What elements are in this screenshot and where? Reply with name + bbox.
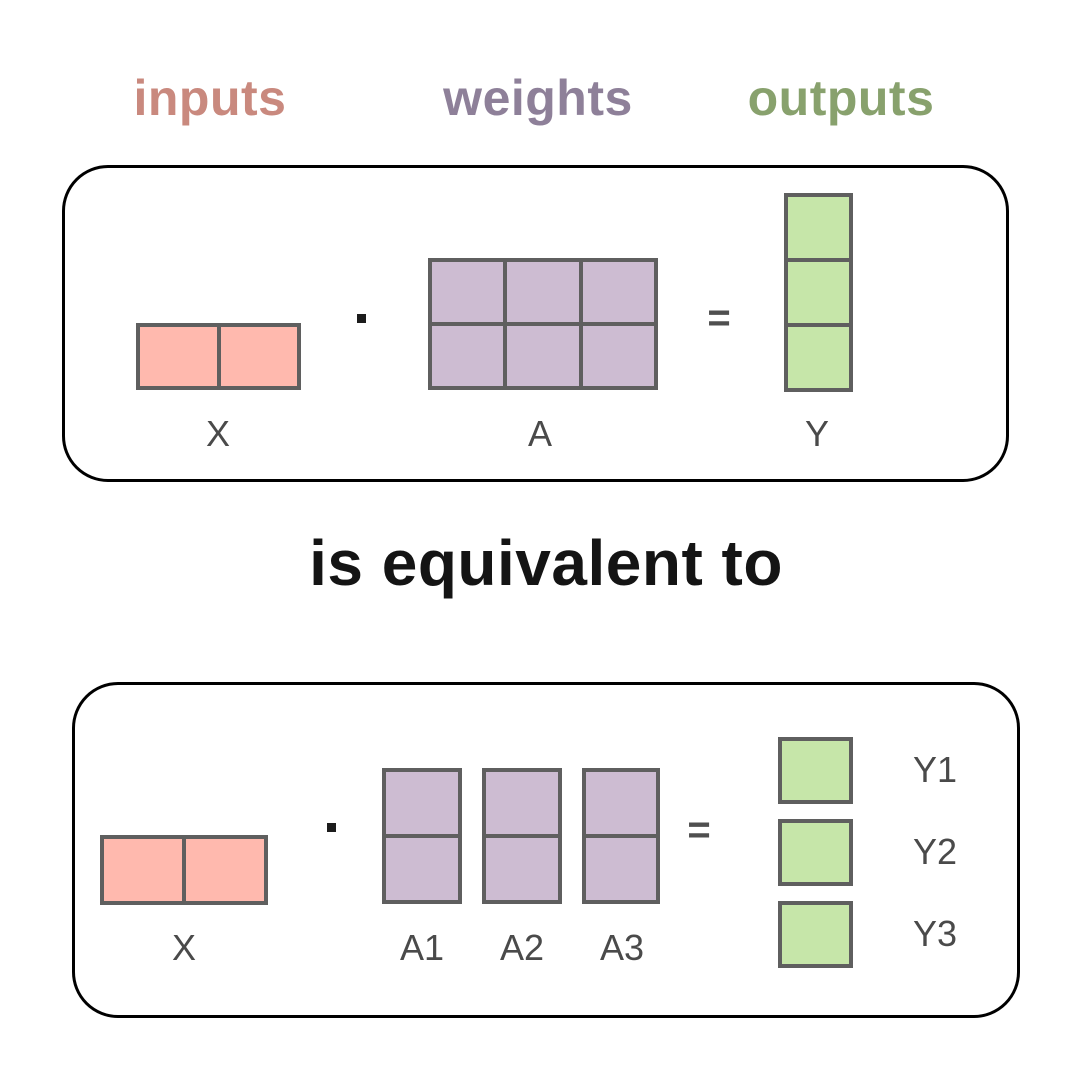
matrix-a3-bottom bbox=[582, 768, 660, 904]
matrix-label-a2: A2 bbox=[499, 927, 545, 968]
dot-product-operator-top bbox=[357, 314, 366, 323]
matrix-cell bbox=[788, 197, 849, 258]
matrix-a2-bottom bbox=[482, 768, 562, 904]
matrix-a1-bottom bbox=[382, 768, 462, 904]
matrix-cell bbox=[582, 326, 654, 386]
matrix-y2-bottom bbox=[778, 819, 853, 886]
matrix-cell bbox=[486, 838, 558, 900]
matrix-cell bbox=[486, 772, 558, 834]
matrix-label-a-top: A bbox=[527, 413, 552, 454]
matrix-cell bbox=[788, 262, 849, 323]
matrix-x-bottom bbox=[100, 835, 268, 905]
header-label-outputs: outputs bbox=[747, 70, 935, 126]
matrix-cell bbox=[386, 838, 458, 900]
matrix-y1-bottom bbox=[778, 737, 853, 804]
matrix-cell bbox=[432, 326, 504, 386]
matrix-cell bbox=[582, 262, 654, 322]
output-label-y1: Y1 bbox=[912, 749, 958, 790]
matrix-label-a1: A1 bbox=[399, 927, 445, 968]
matrix-y-top bbox=[784, 193, 853, 392]
matrix-cell bbox=[140, 327, 217, 386]
matrix-a-top bbox=[428, 258, 658, 390]
matrix-cell bbox=[782, 741, 849, 800]
equals-sign-bottom: = bbox=[687, 808, 711, 852]
header-label-weights: weights bbox=[443, 70, 633, 126]
equivalence-caption: is equivalent to bbox=[309, 527, 783, 599]
header-label-inputs: inputs bbox=[133, 70, 287, 126]
matrix-x-top bbox=[136, 323, 301, 390]
matrix-cell bbox=[788, 327, 849, 388]
matrix-cell bbox=[186, 839, 264, 901]
matrix-cell bbox=[432, 262, 504, 322]
dot-product-operator-bottom bbox=[327, 823, 336, 832]
matrix-cell bbox=[586, 772, 656, 834]
matrix-cell bbox=[507, 326, 579, 386]
matrix-cell bbox=[507, 262, 579, 322]
matrix-cell bbox=[104, 839, 182, 901]
matrix-label-x-top: X bbox=[205, 413, 230, 454]
matrix-cell bbox=[782, 823, 849, 882]
matrix-cell bbox=[386, 772, 458, 834]
output-label-y3: Y3 bbox=[912, 913, 958, 954]
matrix-label-x-bottom: X bbox=[171, 927, 196, 968]
matrix-y3-bottom bbox=[778, 901, 853, 968]
equals-sign-top: = bbox=[707, 296, 731, 340]
matrix-cell bbox=[586, 838, 656, 900]
matrix-cell bbox=[220, 327, 297, 386]
output-label-y2: Y2 bbox=[912, 831, 958, 872]
matrix-label-y-top: Y bbox=[804, 413, 829, 454]
matrix-label-a3: A3 bbox=[599, 927, 645, 968]
matrix-cell bbox=[782, 905, 849, 964]
